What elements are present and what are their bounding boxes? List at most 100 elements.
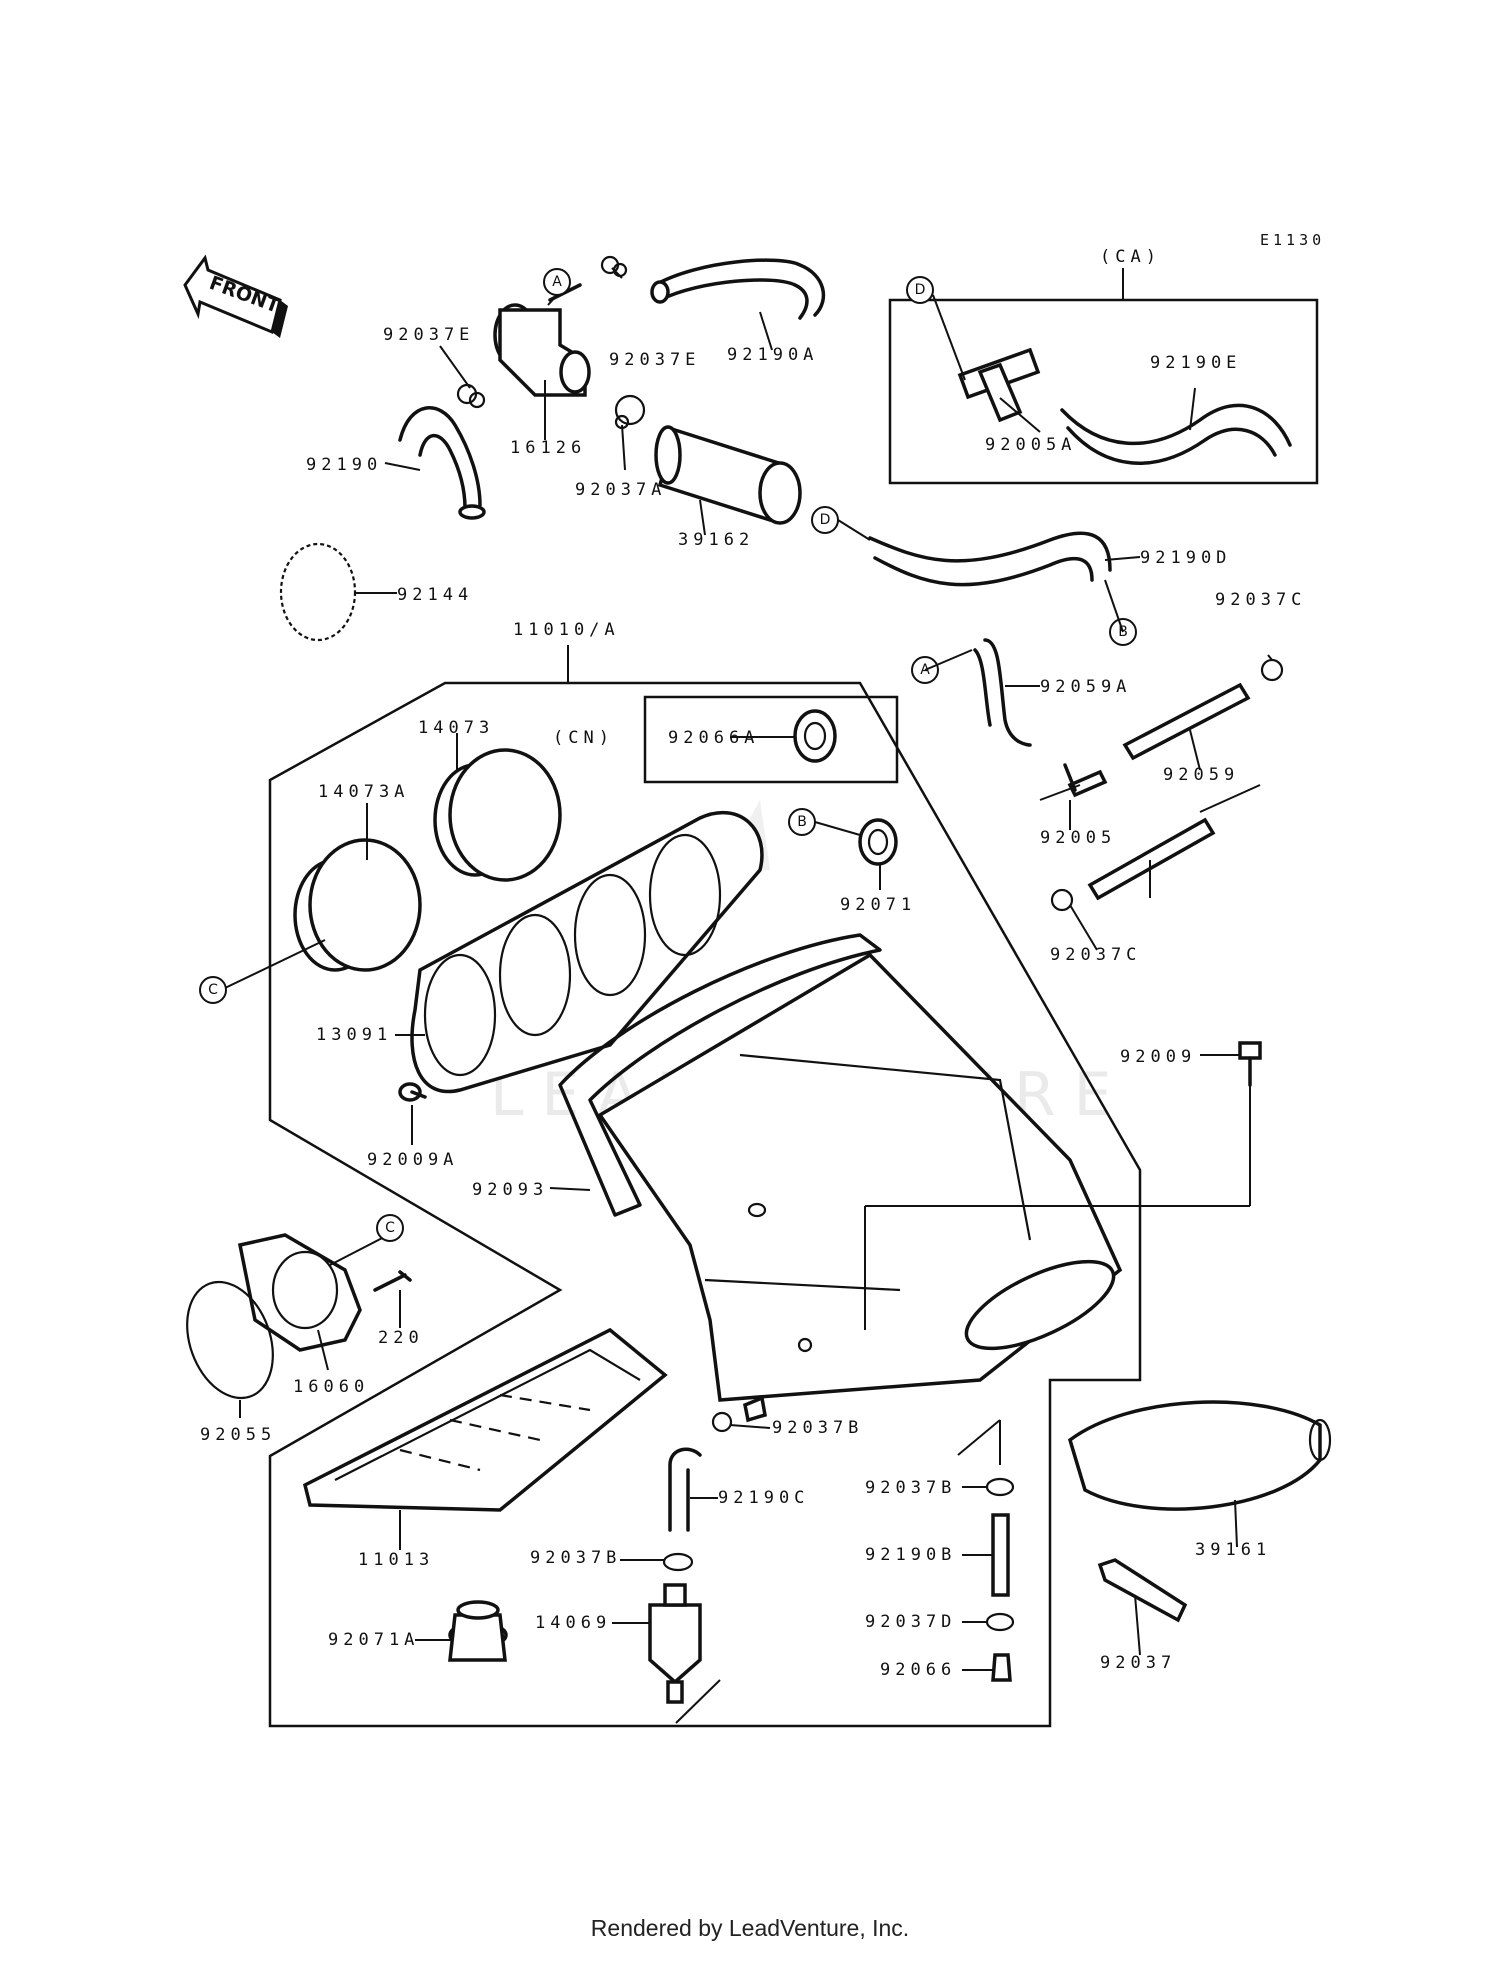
ca-group-label: (CA): [1100, 247, 1161, 267]
part-label: 92037B: [530, 1548, 621, 1568]
part-label: 92190: [306, 455, 382, 475]
tube-92190B: [991, 1513, 1010, 1597]
part-label: 92190A: [727, 345, 818, 365]
part-label: 92037E: [609, 350, 700, 370]
part-label: 92071: [840, 895, 916, 915]
part-label: 92190C: [718, 1488, 809, 1508]
diagram-code: E1130: [1260, 231, 1325, 249]
hose-92190C: [668, 1447, 702, 1532]
part-label: 16126: [510, 438, 586, 458]
o-ring-92055: [186, 1280, 274, 1400]
part-label: 92037B: [772, 1418, 863, 1438]
callout-a-top: A: [543, 268, 571, 296]
main-assembly-outline: [268, 681, 1142, 1728]
part-label: 92066A: [668, 728, 759, 748]
clamp-92037B-b: [662, 1552, 694, 1572]
plug-92066: [991, 1653, 1012, 1682]
clamp-92037B-c: [985, 1477, 1015, 1497]
hose-92190: [398, 406, 482, 507]
svg-text:C: C: [208, 982, 218, 998]
tube-92059-a: [1122, 682, 1251, 761]
part-label: 92005A: [985, 435, 1076, 455]
funnel-14073: [433, 748, 562, 882]
callout-c-cover: C: [376, 1214, 404, 1242]
grommet-92071: [858, 818, 898, 866]
tee-fitting-92005A: [957, 347, 1041, 423]
duct-39161: [1067, 1400, 1332, 1511]
ca-group-box: [888, 298, 1319, 485]
part-label: 92190E: [1150, 353, 1241, 373]
clamp-92037A: [614, 394, 646, 430]
footer-credit: Rendered by LeadVenture, Inc.: [590, 1915, 910, 1941]
bracket-92037: [1097, 1558, 1188, 1623]
cover-16060: [237, 1233, 362, 1352]
hose-92190A: [653, 258, 826, 317]
clamp-92037B-a: [711, 1411, 733, 1433]
clamp-92037C-a: [1260, 658, 1284, 682]
clamp-92037C-b: [1050, 888, 1074, 912]
svg-text:B: B: [797, 814, 807, 830]
part-label: 92009A: [367, 1150, 458, 1170]
part-label: 92009: [1120, 1047, 1196, 1067]
part-label: 92055: [200, 1425, 276, 1445]
callout-d-mid: D: [811, 506, 839, 534]
clamp-92037E-b: [600, 255, 628, 278]
clamp-92037D: [985, 1612, 1015, 1632]
part-label: 92037A: [575, 480, 666, 500]
part-label: 16060: [293, 1377, 369, 1397]
callout-c-left: C: [199, 976, 227, 1004]
screw-220: [373, 1270, 412, 1292]
part-label: 92037D: [865, 1612, 956, 1632]
part-label: 92093: [472, 1180, 548, 1200]
part-label: 39162: [678, 530, 754, 550]
part-labels: 92037E 92037E 92190A 16126 92037A 92190 …: [200, 325, 1306, 1680]
canister-39162: [654, 425, 802, 525]
cn-group-label: (CN): [553, 728, 614, 748]
part-label: 92059A: [1040, 677, 1131, 697]
part-label: 14073: [418, 718, 494, 738]
holder-plate-13091: [410, 811, 764, 1094]
part-label: 39161: [1195, 1540, 1271, 1560]
bolt-92009A: [398, 1082, 427, 1102]
joint-92005: [1067, 769, 1108, 798]
element-11013: [302, 1327, 668, 1512]
front-arrow-icon: FRONT: [183, 254, 288, 338]
grommet-92066A: [793, 709, 837, 763]
callout-b-mid: B: [788, 808, 816, 836]
clamp-92037E-a: [456, 383, 486, 409]
spring-ring-92144: [279, 542, 357, 642]
part-label: 13091: [316, 1025, 392, 1045]
funnel-14073A: [293, 838, 422, 972]
air-cleaner-housing: [597, 952, 1123, 1423]
part-label: 92037C: [1050, 945, 1141, 965]
bolt-92009: [1238, 1041, 1262, 1087]
cn-group-box: [643, 695, 899, 784]
filter-14069: [648, 1583, 702, 1704]
part-label: 92190B: [865, 1545, 956, 1565]
tube-92059-b: [1087, 817, 1216, 901]
part-label: 92071A: [328, 1630, 419, 1650]
hose-92190D: [868, 531, 1112, 572]
part-label: 92037C: [1215, 590, 1306, 610]
part-label: 11013: [358, 1550, 434, 1570]
svg-text:D: D: [915, 282, 926, 298]
part-label: 92037B: [865, 1478, 956, 1498]
part-label: 92144: [397, 585, 473, 605]
part-label: 92005: [1040, 828, 1116, 848]
part-label: 92037E: [383, 325, 474, 345]
valve-16126: [493, 283, 591, 397]
part-label: 92190D: [1140, 548, 1231, 568]
callout-d-ca: D: [906, 276, 934, 304]
seal-92093: [558, 933, 882, 1217]
svg-text:A: A: [552, 274, 562, 290]
part-label: 14073A: [318, 782, 409, 802]
hose-92059A: [983, 638, 1032, 747]
part-label: 11010/A: [513, 620, 620, 640]
hose-92190E: [1060, 403, 1292, 447]
svg-text:D: D: [820, 512, 831, 528]
part-label: 14069: [535, 1613, 611, 1633]
part-label: 92066: [880, 1660, 956, 1680]
grommet-92071A: [448, 1600, 508, 1662]
svg-text:C: C: [385, 1220, 395, 1236]
